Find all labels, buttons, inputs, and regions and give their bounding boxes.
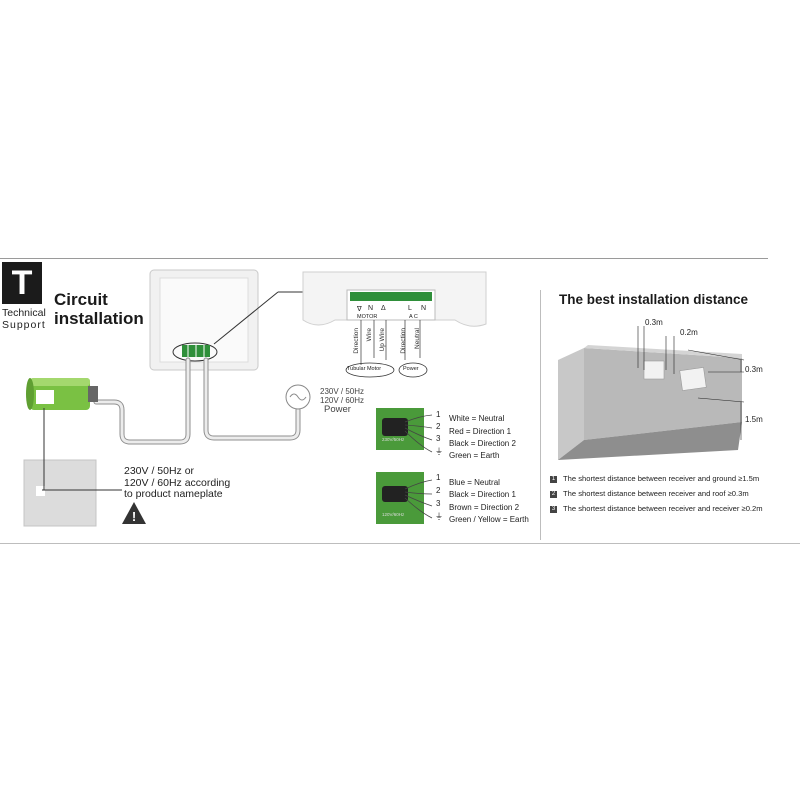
power-source-icon	[285, 384, 311, 410]
wire-label-4: Direction	[400, 328, 407, 354]
voltage-warning: 230V / 50Hz or 120V / 60Hz according to …	[124, 465, 231, 501]
w120-row-4: Green / Yellow = Earth	[449, 515, 529, 524]
power-spec-1: 230V / 50Hz	[320, 387, 365, 396]
terminal-2: N	[368, 305, 374, 312]
wire-bundle-120	[376, 472, 433, 524]
w230-num-2: 2	[436, 422, 441, 431]
power-word: Power	[324, 404, 351, 415]
tubular-motor-label: Tubular Motor	[347, 366, 382, 372]
legend-text-1: The shortest distance between receiver a…	[563, 474, 760, 483]
terminal-4: L	[408, 305, 412, 312]
badge-line-1: Technical	[2, 307, 46, 319]
w230-num-4: ⏚	[435, 447, 443, 456]
receiver-icon	[149, 269, 259, 371]
terminal-3: Δ	[381, 305, 386, 312]
circuit-title: Circuit installation	[54, 290, 144, 328]
warning-line-3: to product nameplate	[124, 488, 223, 500]
w120-num-4: ⏚	[435, 512, 443, 521]
label-120: 120V/60Hz	[382, 512, 405, 517]
w230-row-3: Black = Direction 2	[449, 439, 516, 448]
legend-marker-3: 3	[550, 505, 557, 513]
legend-3: 3 The shortest distance between receiver …	[550, 504, 763, 513]
terminal-5: N	[421, 305, 427, 312]
w230-num-1: 1	[436, 410, 441, 419]
w230-num-3: 3	[436, 434, 441, 443]
dim-top-2: 0.2m	[680, 328, 698, 337]
circuit-diagram: !	[23, 269, 487, 527]
motor-icon	[26, 378, 98, 410]
dim-top-1: 0.3m	[645, 318, 663, 327]
legend-1: 1 The shortest distance between receiver …	[550, 474, 759, 483]
w120-num-3: 3	[436, 499, 441, 508]
wire-label-5: Neutral	[414, 328, 421, 349]
title-line-1: Circuit	[54, 290, 108, 309]
room-diagram	[558, 326, 745, 460]
power-spec-2: 120V / 60Hz	[320, 396, 365, 405]
w230-row-2: Red = Direction 1	[449, 427, 512, 436]
distance-title: The best installation distance	[559, 292, 749, 307]
w120-num-1: 1	[436, 473, 441, 482]
w120-row-3: Brown = Direction 2	[449, 503, 520, 512]
svg-text:!: !	[132, 509, 136, 524]
label-230: 230V/50Hz	[382, 437, 405, 442]
badge-subtitle: Technical Support	[2, 307, 46, 331]
badge-line-2: Support	[2, 319, 46, 331]
ac-label: A C	[409, 314, 418, 320]
warning-line-2: 120V / 60Hz according	[124, 476, 231, 489]
w230-row-4: Green = Earth	[449, 451, 500, 460]
power-spec: 230V / 50Hz 120V / 60Hz	[320, 387, 364, 405]
bottom-rule	[0, 543, 800, 544]
top-rule	[0, 258, 768, 259]
section-divider	[540, 290, 541, 540]
warning-icon: !	[122, 502, 146, 524]
wire-label-1: Direction	[353, 328, 360, 354]
motor-label: MOTOR	[357, 314, 378, 320]
legend-marker-1: 1	[550, 475, 557, 483]
wire-label-2: Wire	[366, 328, 373, 342]
w230-row-1: White = Neutral	[449, 414, 505, 423]
w120-row-2: Black = Direction 1	[449, 490, 516, 499]
legend-2: 2 The shortest distance between receiver …	[550, 489, 749, 498]
wire-bundle-230	[376, 408, 433, 453]
power-label: Power	[403, 366, 419, 372]
terminal-1: ∇	[357, 306, 362, 313]
legend-text-3: The shortest distance between receiver a…	[563, 504, 763, 513]
dim-right-2: 1.5m	[745, 415, 763, 424]
title-line-2: installation	[54, 309, 144, 328]
w120-row-1: Blue = Neutral	[449, 478, 500, 487]
dim-right-1: 0.3m	[745, 365, 763, 374]
w120-num-2: 2	[436, 486, 441, 495]
legend-text-2: The shortest distance between receiver a…	[563, 489, 749, 498]
warning-line-1: 230V / 50Hz or	[124, 465, 195, 477]
wire-label-3: Up Wire	[379, 328, 386, 352]
legend-marker-2: 2	[550, 490, 557, 498]
technical-badge: T	[2, 262, 42, 304]
